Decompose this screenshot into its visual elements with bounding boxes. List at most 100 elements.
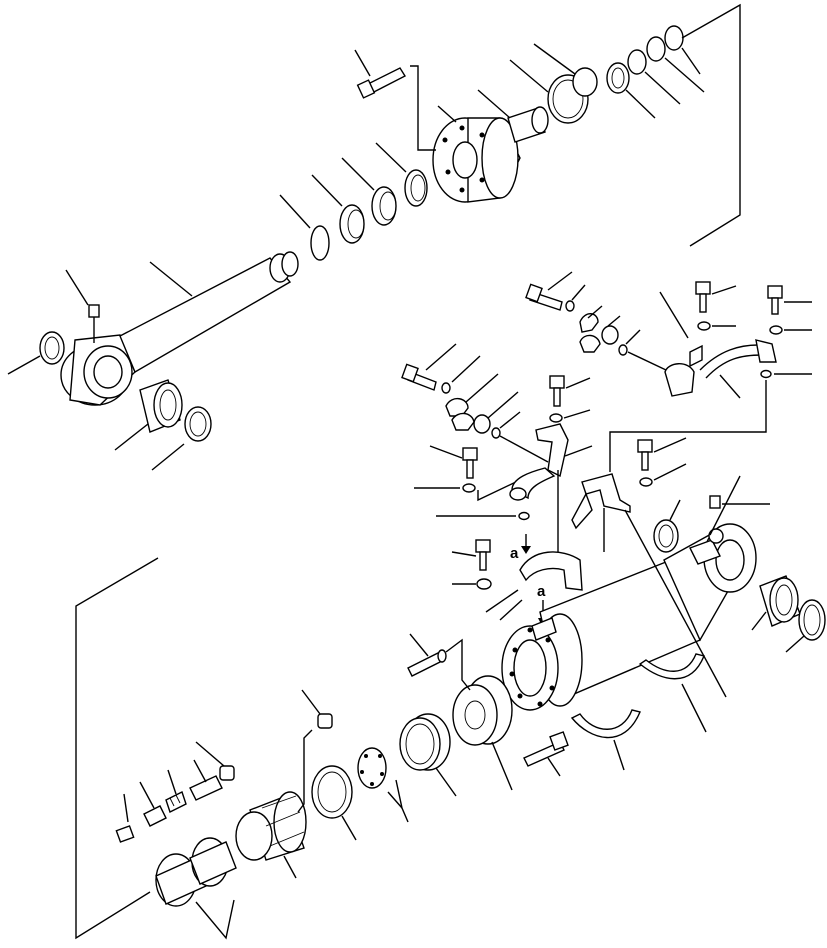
arrow-a-upper-head: [521, 546, 531, 554]
leader-cushion-plunger-b: [387, 791, 403, 809]
leader-gland-bushing: [477, 89, 511, 119]
piston-ring-face: [399, 717, 441, 771]
gland-bolt-hole-2: [445, 169, 451, 175]
leader-clamp-washer-upper: [571, 284, 586, 301]
mid-washer-1: [549, 413, 563, 423]
rod-end-thread: [281, 251, 299, 277]
hose-end-fitting: [755, 339, 777, 363]
clamp-spacer-mid: [473, 414, 491, 434]
mid-bolt-2-shank: [641, 451, 649, 471]
leader-clamp-half-upper-1: [587, 305, 603, 319]
leader-backup-ring: [509, 59, 549, 93]
hose-elbow-block: [664, 363, 695, 397]
leader-piston-ring: [435, 767, 457, 797]
rod-eye-hole: [93, 355, 123, 389]
gland-bolt-hole-1: [442, 137, 448, 143]
piston-nut-groove-2: [265, 811, 301, 827]
check-plug: [115, 825, 135, 843]
barrel-grease-port: [708, 528, 724, 544]
barrel-end-bore: [715, 539, 745, 581]
o-ring-4: [664, 25, 684, 51]
buffer-ring: [404, 169, 428, 207]
grease-fitting-body: [88, 304, 100, 318]
rod-seal-1-inner: [347, 209, 365, 239]
leader-clamp-spacer-upper: [607, 315, 621, 327]
reference-mark-a-upper: a: [510, 534, 531, 562]
dust-seal-left: [39, 331, 65, 365]
piston-ring: [399, 713, 457, 797]
bottom-seal-inner: [803, 604, 821, 636]
stop-ring-inner: [317, 771, 347, 813]
cushion-plunger: [357, 747, 409, 823]
left-washer-1: [462, 483, 476, 493]
leader-bottom-bushing: [751, 611, 767, 631]
rod-shaft: [119, 257, 292, 374]
bracket-right-foot: [571, 492, 593, 530]
leader-check-poppet: [193, 759, 207, 783]
hose-bolt-2-shank: [771, 297, 779, 315]
barrel-bracket: [451, 539, 583, 621]
cushion-plunger-body: [357, 747, 387, 789]
check-poppet: [189, 775, 223, 801]
leader-check-ball-seat: [139, 781, 155, 809]
dust-seal-left-inner: [44, 336, 60, 360]
barrel-bolt-hole-4: [537, 701, 543, 707]
bracket-guide: [499, 599, 523, 621]
head-bolt: [523, 731, 569, 777]
clamp-bolt-upper-head: [525, 283, 543, 303]
callout-a-lower: a: [537, 583, 546, 600]
piston-nut-groove-1: [261, 795, 297, 809]
middle-bolts: [414, 375, 687, 502]
pipe-clamp-1: [638, 653, 705, 680]
hose-washer-2: [769, 325, 783, 335]
mid-bracket: [535, 423, 569, 478]
grease-fitting-rod: [65, 269, 100, 343]
o-ring-2: [627, 49, 647, 75]
clamp-o-ring-upper: [618, 344, 628, 356]
rod-seal-1: [339, 204, 365, 244]
leader-o-ring-3: [664, 57, 705, 93]
leader-pipe-clamp-1: [681, 683, 707, 733]
elbow-pipe: [436, 467, 559, 560]
hose-bolt-1-shank: [699, 293, 707, 313]
bottom-bushing-bore: [775, 584, 793, 616]
leader-lock-nut: [301, 689, 321, 715]
barrel-bolt-hole-5: [549, 685, 555, 691]
piston-bore: [464, 700, 486, 730]
gland-bolt-hole-3: [459, 187, 465, 193]
leader-cushion-plunger-a: [395, 779, 409, 823]
lock-nut-body: [317, 713, 333, 729]
bracket-washer: [476, 578, 492, 590]
hose-line-b: [705, 354, 763, 379]
leader-gland: [437, 105, 457, 123]
piston-nut-groove-3: [269, 831, 305, 847]
upper-hose: [659, 291, 777, 399]
bushing-seal-inner: [189, 411, 207, 437]
barrel-seal-inner: [658, 524, 674, 548]
leader-set-screw: [409, 633, 429, 657]
mid-bolt-2-head: [637, 439, 653, 453]
lock-nut-guide: [297, 729, 313, 813]
hose-bolts: [609, 281, 812, 472]
barrel-bolt-hole-2: [509, 671, 515, 677]
check-nut: [219, 765, 235, 781]
leader-clamp-bolt-upper: [547, 271, 573, 291]
set-screw-end: [437, 649, 447, 663]
hose-bolt-2-head: [767, 285, 783, 299]
leader-grease-fitting: [65, 269, 89, 306]
leader-mid-washer-2: [653, 463, 687, 481]
gland-neck-end: [481, 117, 519, 199]
check-spring-coil-1: [169, 797, 175, 807]
middle-pipe-clamp-group: [401, 343, 549, 463]
clamp-washer-upper: [565, 300, 575, 312]
gland-bore: [452, 141, 478, 179]
stop-ring-outer: [311, 765, 353, 819]
barrel-bracket-body: [519, 551, 583, 591]
leader-rod-packing: [341, 157, 375, 191]
plunger-hole-3: [370, 782, 374, 786]
bottom-bushing-face: [769, 577, 799, 623]
piston-rod-assembly: [60, 251, 299, 406]
clamp-o-ring-mid: [491, 427, 501, 439]
hose-clip: [689, 344, 703, 368]
